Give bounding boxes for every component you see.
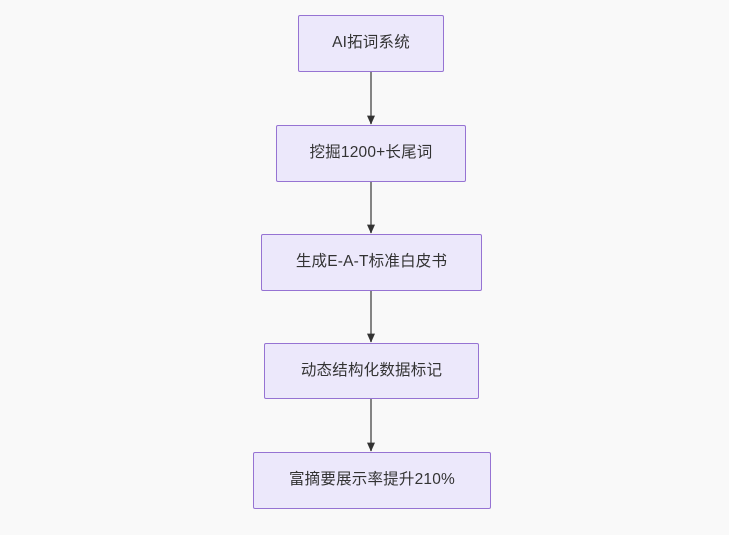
flow-node-label: 动态结构化数据标记 [300,361,443,379]
flow-node-mine-longtail-keywords[interactable]: 挖掘1200+长尾词 [276,125,466,182]
flow-node-rich-snippet-impression-uplift[interactable]: 富摘要展示率提升210% [253,452,491,509]
flow-node-label: 挖掘1200+长尾词 [309,144,433,162]
flow-node-label: AI拓词系统 [332,34,410,52]
flow-node-ai-keyword-system[interactable]: AI拓词系统 [298,15,444,72]
flow-node-label: 生成E-A-T标准白皮书 [295,253,448,271]
flow-node-generate-eat-whitepaper[interactable]: 生成E-A-T标准白皮书 [261,234,482,291]
flow-node-label: 富摘要展示率提升210% [288,471,456,489]
flow-node-dynamic-structured-data-markup[interactable]: 动态结构化数据标记 [264,343,479,399]
